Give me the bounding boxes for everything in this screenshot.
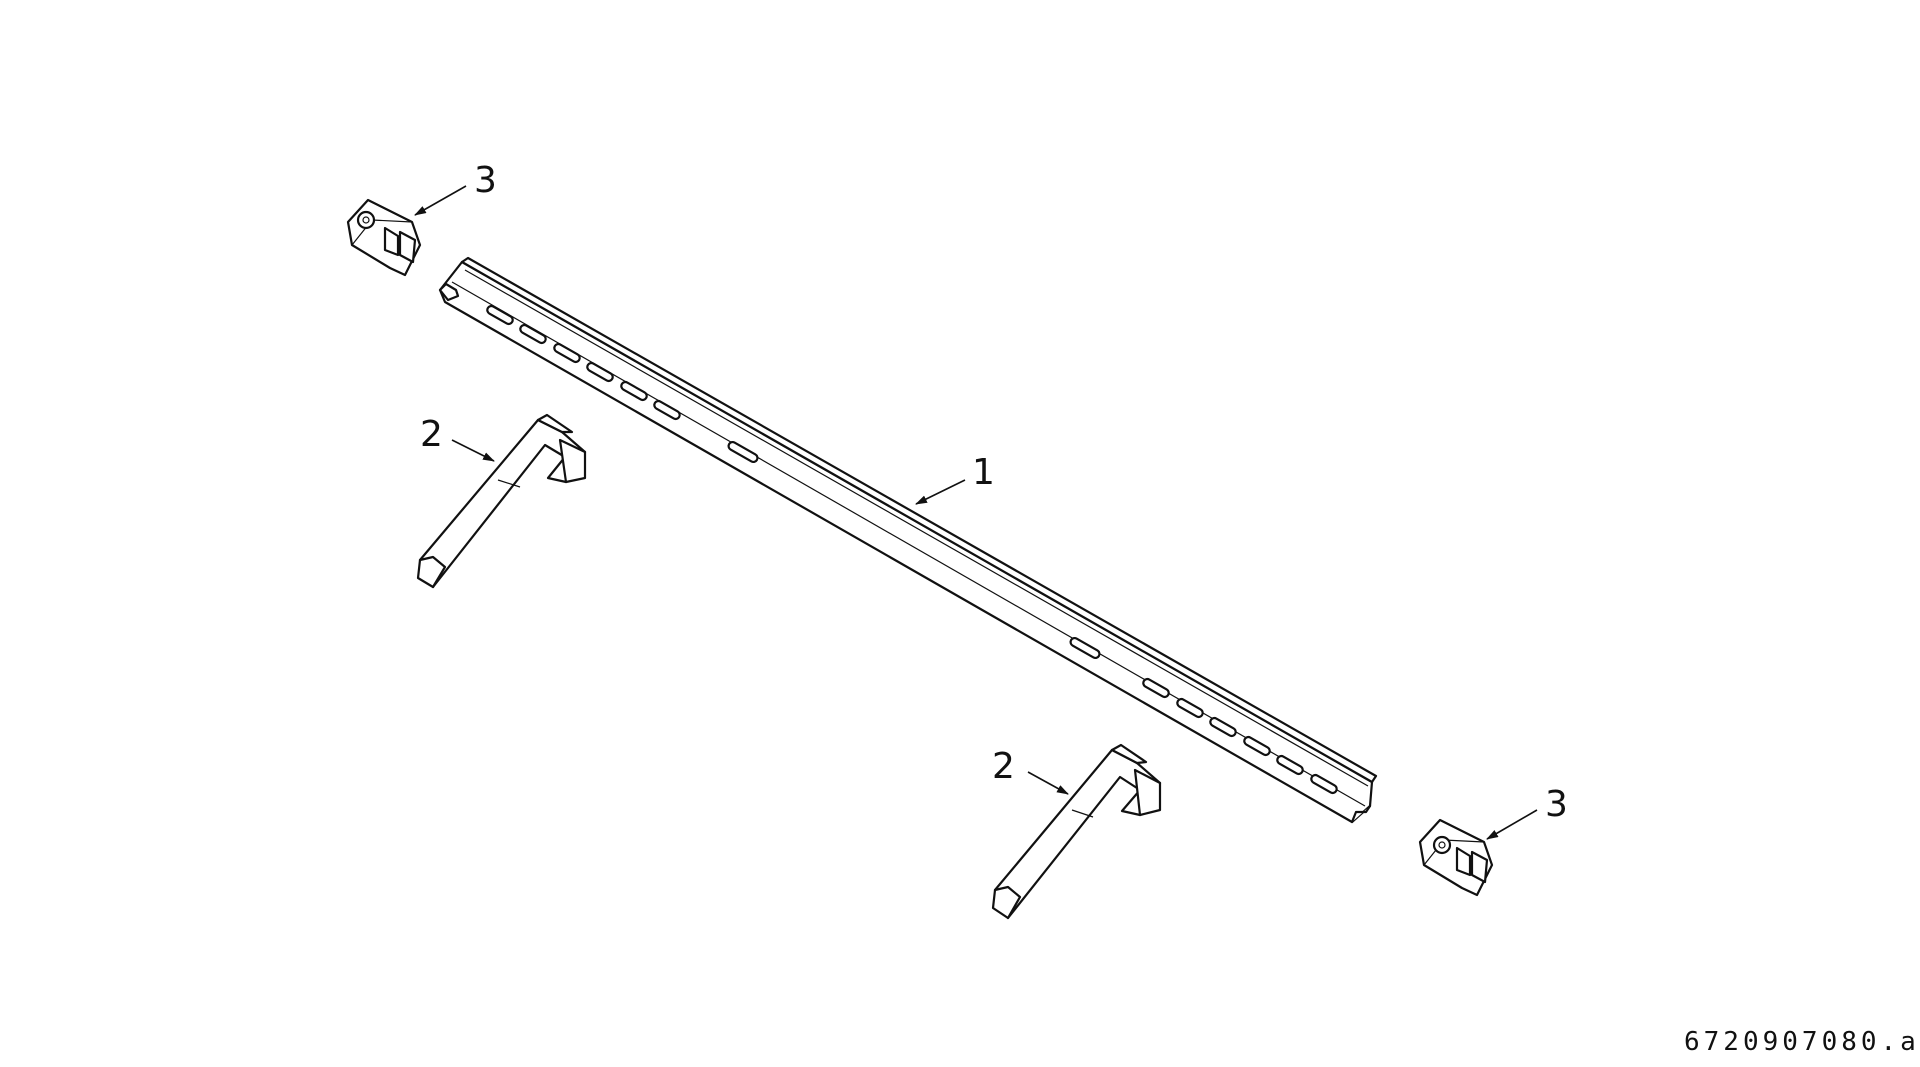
support-bracket-right: [991, 743, 1162, 920]
callout-label-2-left: 2: [420, 414, 443, 455]
drawing-code: 6720907080.aa: [1684, 1027, 1920, 1057]
callout-2-right: 2: [992, 746, 1069, 795]
callout-label-3-left: 3: [474, 160, 497, 201]
callout-label-3-right: 3: [1545, 784, 1568, 825]
mounting-rail: [438, 256, 1378, 824]
callout-1: 1: [915, 452, 995, 505]
callout-3-right: 3: [1486, 784, 1568, 840]
callout-label-1: 1: [972, 452, 995, 493]
end-clip-left: [346, 198, 422, 277]
support-bracket-left: [416, 413, 587, 589]
callout-3-left: 3: [414, 160, 497, 216]
rail-slots: [486, 304, 1338, 795]
end-clip-right: [1418, 818, 1494, 897]
callout-2-left: 2: [420, 414, 495, 462]
callout-label-2-right: 2: [992, 746, 1015, 787]
